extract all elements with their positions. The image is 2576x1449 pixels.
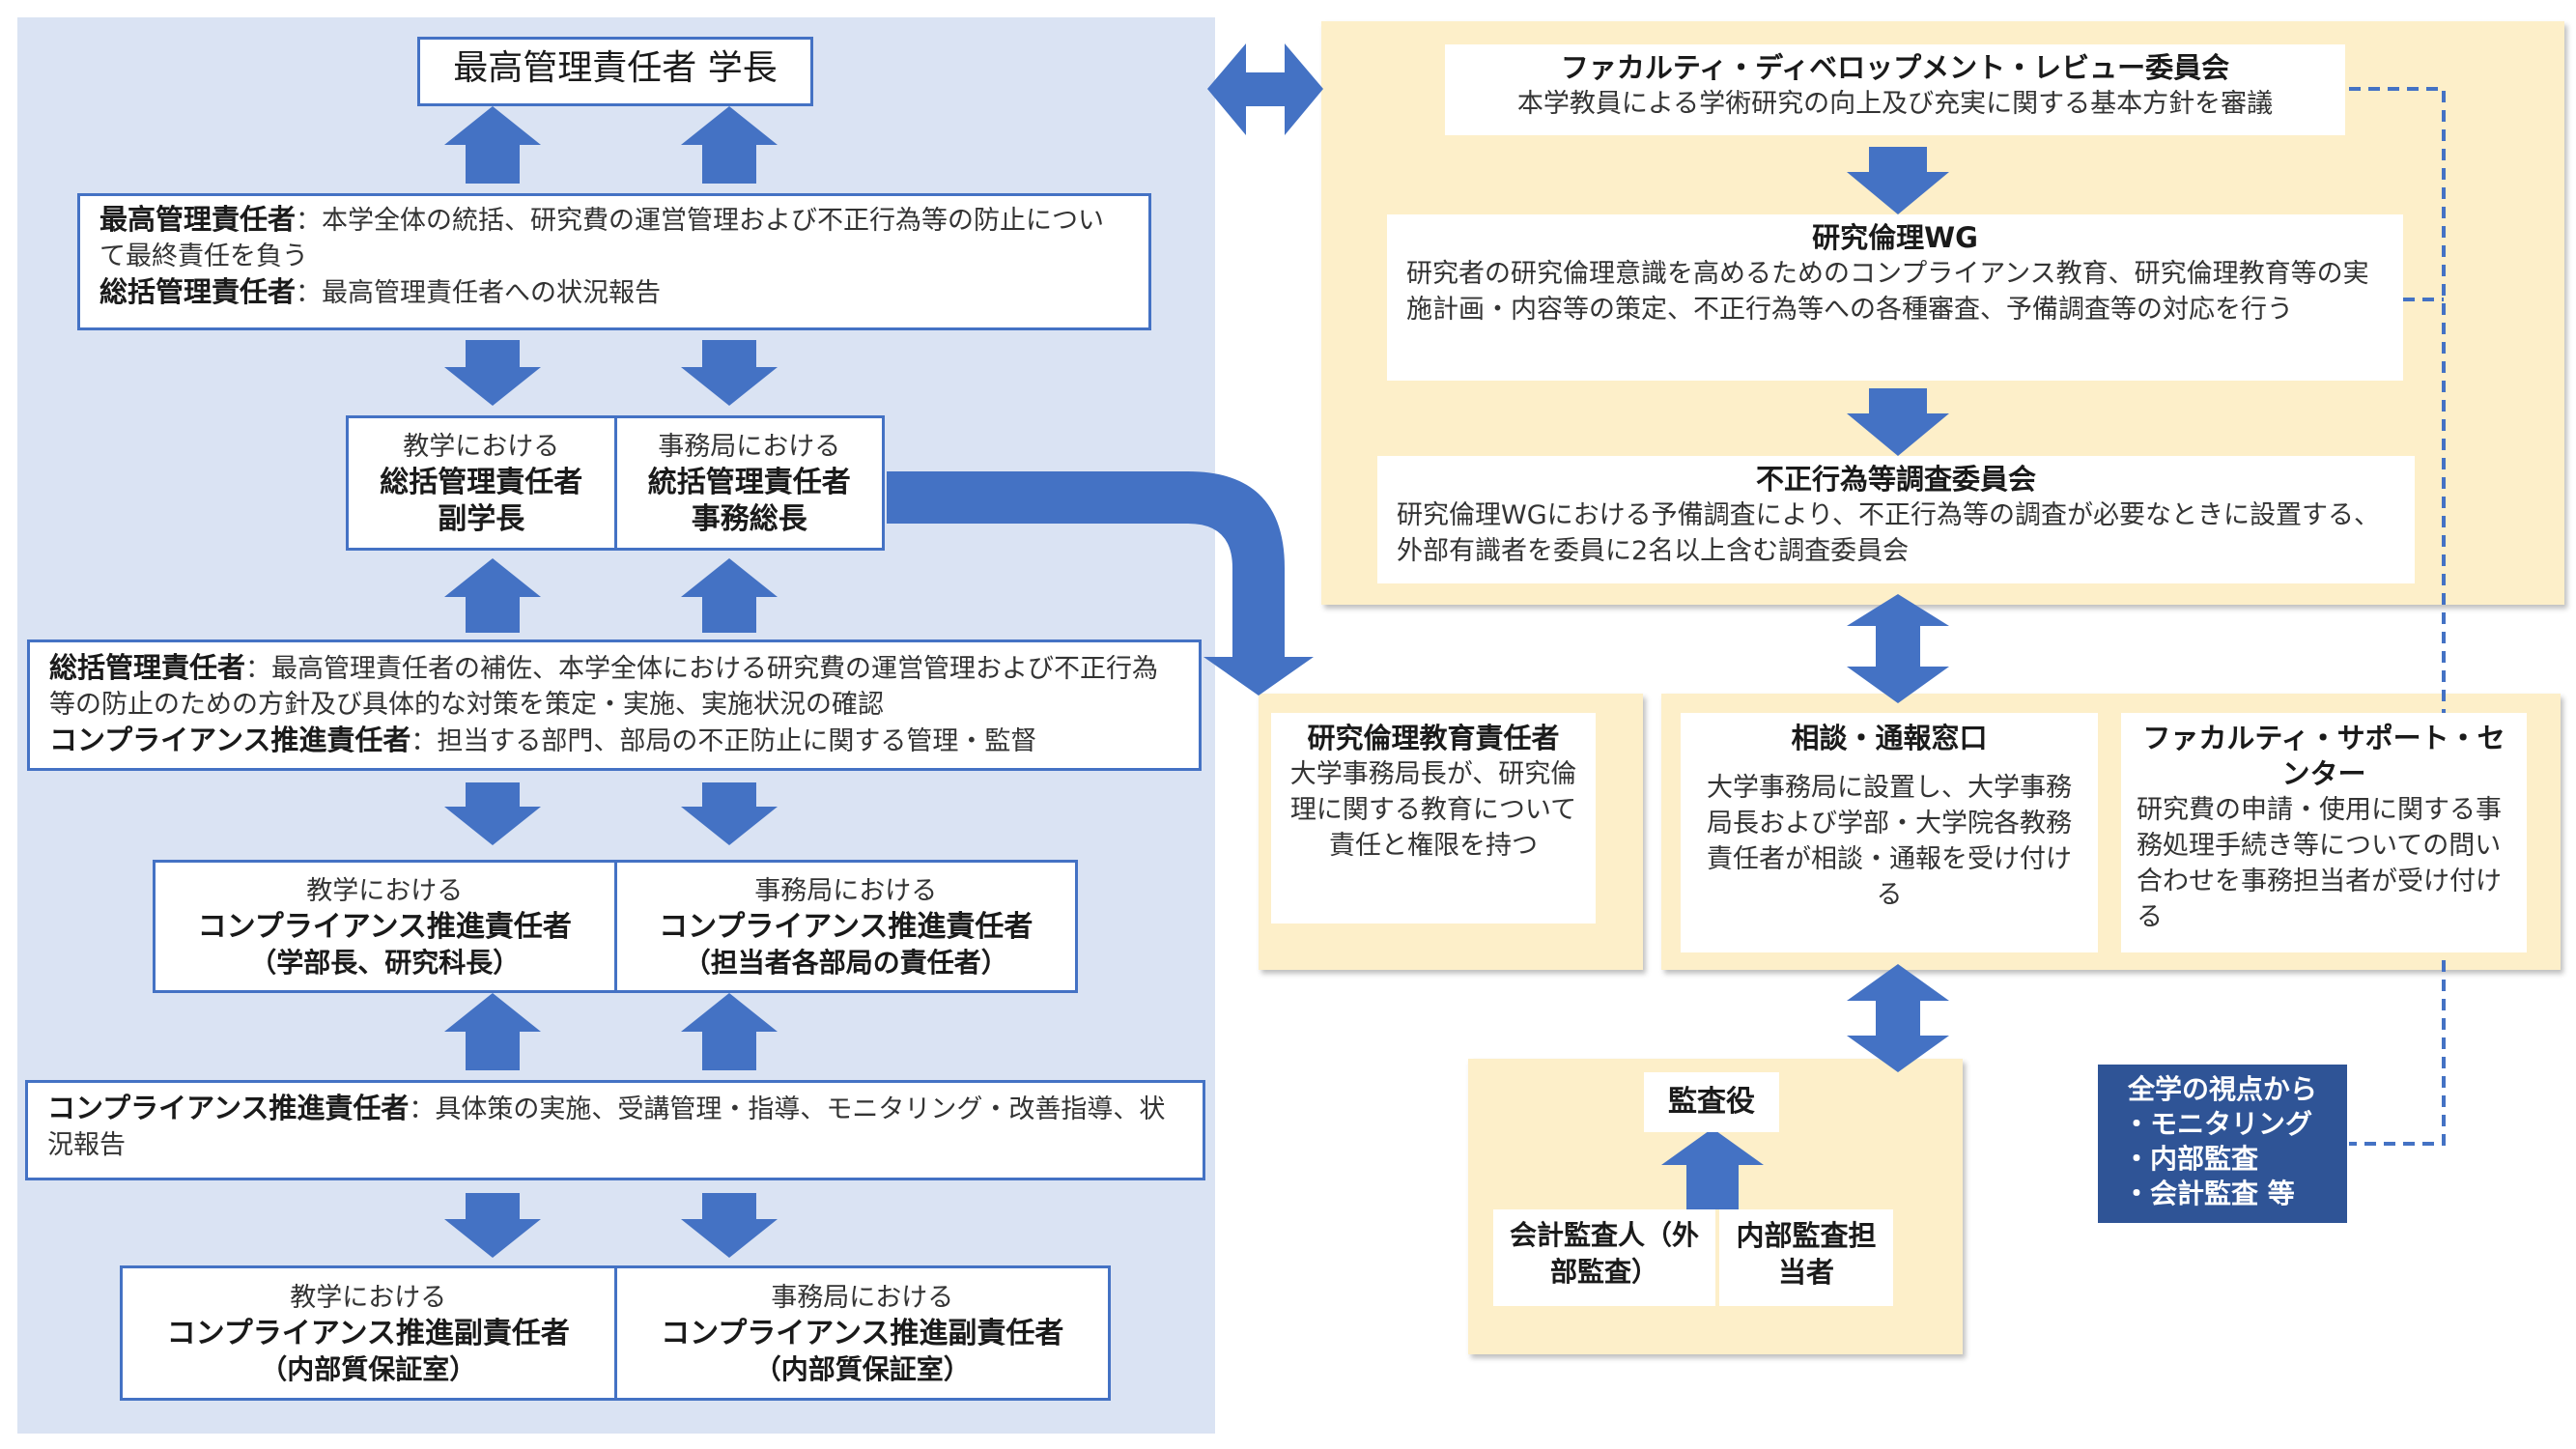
pair-title: コンプライアンス推進副責任者 xyxy=(166,1316,570,1350)
consult-desc: 大学事務局に設置し、大学事務局長および学部・大学院各教務責任者が相談・通報を受け… xyxy=(1707,773,2072,910)
responsibility-box-2: 総括管理責任者：最高管理責任者の補佐、本学全体における研究費の運営管理および不正… xyxy=(27,639,1202,771)
internal-audit-box: 内部監査担当者 xyxy=(1719,1209,1893,1306)
curved-arrow xyxy=(887,471,1314,696)
pair-name: 副学長 xyxy=(438,501,525,536)
office-general-admin: 事務局における 統括管理責任者 事務総長 xyxy=(613,418,883,548)
label-compliance: コンプライアンス推進責任者 xyxy=(47,1092,410,1124)
fd-desc: 本学教員による学術研究の向上及び充実に関する基本方針を審議 xyxy=(1516,89,2274,119)
up-arrow xyxy=(444,993,541,1070)
text-top-admin: ：本学全体の統括、研究費の運営管理および不正行為等の防止について最終責任を負う xyxy=(99,206,1105,271)
pair-name: （内部質保証室） xyxy=(753,1352,971,1385)
office-compliance: 事務局における コンプライアンス推進責任者 （担当者各部局の責任者） xyxy=(613,863,1076,990)
up-arrow xyxy=(681,106,778,184)
pair-title: コンプライアンス推進副責任者 xyxy=(661,1316,1064,1350)
top-administrator-title: 最高管理責任者 学長 xyxy=(453,48,778,88)
up-arrow xyxy=(1661,1128,1764,1209)
research-ethics-wg: 研究倫理WG 研究者の研究倫理意識を高めるためのコンプライアンス教育、研究倫理教… xyxy=(1387,214,2403,381)
investigation-desc: 研究倫理WGにおける予備調査により、不正行為等の調査が必要なときに設置する、外部… xyxy=(1397,500,2380,566)
wg-desc: 研究者の研究倫理意識を高めるためのコンプライアンス教育、研究倫理教育等の実施計画… xyxy=(1406,259,2369,325)
pair-title: 総括管理責任者 xyxy=(380,465,583,499)
label-general-admin: 総括管理責任者 xyxy=(99,275,297,308)
fsc-title: ファカルティ・サポート・センター xyxy=(2142,722,2505,790)
pair-name: （内部質保証室） xyxy=(260,1352,477,1385)
ethics-education-officer: 研究倫理教育責任者 大学事務局長が、研究倫理に関する教育について責任と権限を持つ xyxy=(1271,713,1596,923)
investigation-title: 不正行為等調査委員会 xyxy=(1755,463,2036,496)
label-compliance: コンプライアンス推進責任者 xyxy=(49,724,411,756)
down-arrow xyxy=(681,782,778,845)
text-compliance: ：担当する部門、部局の不正防止に関する管理・監督 xyxy=(410,726,1037,756)
deputy-compliance-pair: 教学における コンプライアンス推進副責任者 （内部質保証室） 事務局における コ… xyxy=(120,1265,1111,1401)
office-deputy-compliance: 事務局における コンプライアンス推進副責任者 （内部質保証室） xyxy=(613,1268,1109,1398)
label-top-admin: 最高管理責任者 xyxy=(99,203,297,236)
pair-title: コンプライアンス推進責任者 xyxy=(197,909,572,944)
wg-title: 研究倫理WG xyxy=(1812,221,1978,254)
responsibility-box-1: 最高管理責任者：本学全体の統括、研究費の運営管理および不正行為等の防止について最… xyxy=(77,193,1151,330)
accounting-auditor-box: 会計監査人（外部監査） xyxy=(1493,1209,1715,1306)
down-arrow xyxy=(681,1193,778,1258)
fsc-desc: 研究費の申請・使用に関する事務処理手続き等についての問い合わせを事務担当者が受け… xyxy=(2137,795,2502,932)
up-arrow xyxy=(444,106,541,184)
responsibility-box-3: コンプライアンス推進責任者：具体策の実施、受講管理・指導、モニタリング・改善指導… xyxy=(25,1080,1205,1180)
pair-sub: 教学における xyxy=(306,875,464,906)
down-arrow xyxy=(1847,388,1949,456)
misconduct-investigation-committee: 不正行為等調査委員会 研究倫理WGにおける予備調査により、不正行為等の調査が必要… xyxy=(1377,456,2415,583)
monitor-item: ・内部監査 xyxy=(2123,1143,2259,1175)
up-arrow xyxy=(681,993,778,1070)
top-administrator-box: 最高管理責任者 学長 xyxy=(417,37,813,106)
pair-sub: 事務局における xyxy=(658,431,841,462)
ethics-edu-title: 研究倫理教育責任者 xyxy=(1307,722,1560,754)
consult-title: 相談・通報窓口 xyxy=(1791,722,1988,754)
pair-sub: 教学における xyxy=(403,431,560,462)
fd-title: ファカルティ・ディベロップメント・レビュー委員会 xyxy=(1560,51,2230,84)
pair-name: （学部長、研究科長） xyxy=(249,946,521,979)
down-arrow xyxy=(444,782,541,845)
faculty-support-center: ファカルティ・サポート・センター 研究費の申請・使用に関する事務処理手続き等につ… xyxy=(2121,713,2527,952)
pair-sub: 事務局における xyxy=(754,875,938,906)
down-arrow xyxy=(681,340,778,406)
double-arrow-vertical xyxy=(1847,594,1949,703)
label-general-admin: 総括管理責任者 xyxy=(49,651,246,684)
down-arrow xyxy=(1847,147,1949,214)
monitoring-box: 全学の視点から ・モニタリング ・内部監査 ・会計監査 等 xyxy=(2098,1065,2347,1223)
consultation-desk: 相談・通報窓口 大学事務局に設置し、大学事務局長および学部・大学院各教務責任者が… xyxy=(1681,713,2098,952)
text-compliance: ：具体策の実施、受講管理・指導、モニタリング・改善指導、状況報告 xyxy=(47,1094,1166,1160)
internal-audit-label: 内部監査担当者 xyxy=(1736,1219,1877,1289)
down-arrow xyxy=(444,1193,541,1258)
down-arrow xyxy=(444,340,541,406)
pair-sub: 事務局における xyxy=(771,1282,954,1313)
pair-sub: 教学における xyxy=(290,1282,447,1313)
pair-name: （担当者各部局の責任者） xyxy=(683,946,1008,979)
dashed-connector xyxy=(2349,87,2446,1146)
monitor-item: ・モニタリング xyxy=(2123,1108,2313,1140)
auditor-title: 監査役 xyxy=(1668,1085,1755,1119)
general-admin-pair: 教学における 総括管理責任者 副学長 事務局における 統括管理責任者 事務総長 xyxy=(346,415,885,551)
ethics-edu-desc: 大学事務局長が、研究倫理に関する教育について責任と権限を持つ xyxy=(1289,759,1577,861)
text-general-admin: ：最高管理責任者の補佐、本学全体における研究費の運営管理および不正行為等の防止の… xyxy=(49,654,1159,720)
fd-review-committee: ファカルティ・ディベロップメント・レビュー委員会 本学教員による学術研究の向上及… xyxy=(1445,44,2345,135)
text-general-admin: ：最高管理責任者への状況報告 xyxy=(296,278,662,308)
accountant-label: 会計監査人（外部監査） xyxy=(1509,1219,1699,1288)
monitor-heading: 全学の視点から xyxy=(2127,1073,2317,1105)
academic-deputy-compliance: 教学における コンプライアンス推進副責任者 （内部質保証室） xyxy=(123,1268,614,1398)
pair-title: 統括管理責任者 xyxy=(647,465,851,499)
double-arrow-vertical xyxy=(1847,964,1949,1072)
pair-name: 事務総長 xyxy=(691,501,807,536)
pair-title: コンプライアンス推進責任者 xyxy=(659,909,1033,944)
compliance-pair: 教学における コンプライアンス推進責任者 （学部長、研究科長） 事務局における … xyxy=(153,860,1078,993)
academic-compliance: 教学における コンプライアンス推進責任者 （学部長、研究科長） xyxy=(156,863,614,990)
academic-general-admin: 教学における 総括管理責任者 副学長 xyxy=(349,418,614,548)
up-arrow xyxy=(681,558,778,633)
auditor-box: 監査役 xyxy=(1644,1072,1779,1132)
double-arrow xyxy=(1207,43,1323,135)
monitor-item: ・会計監査 等 xyxy=(2123,1178,2295,1209)
up-arrow xyxy=(444,558,541,633)
